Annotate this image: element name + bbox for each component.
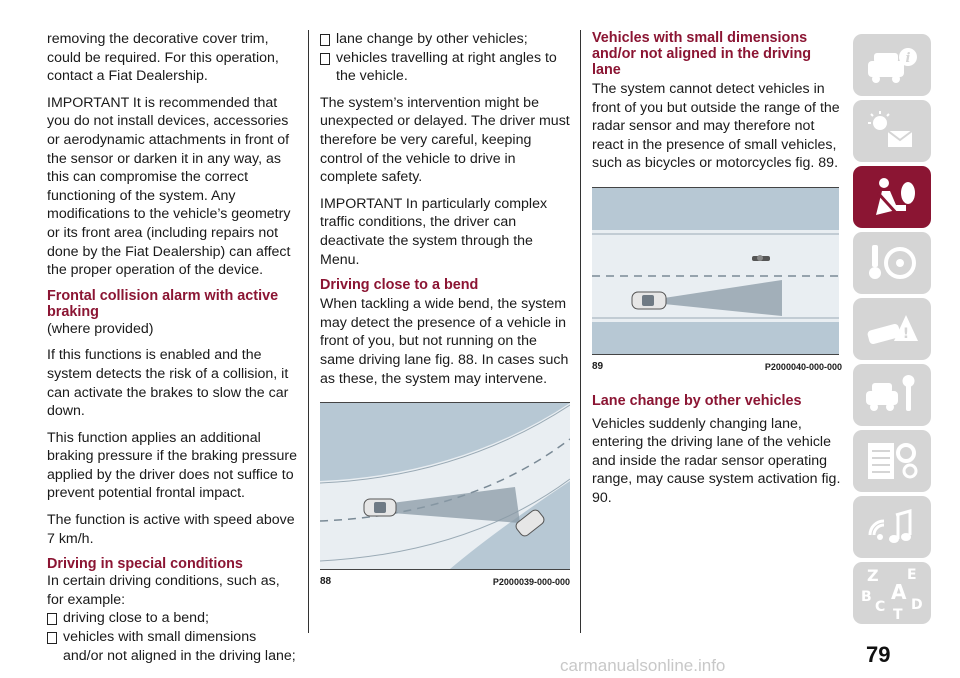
svg-text:C: C <box>875 599 885 615</box>
figure-caption: 88 P2000039-000-000 <box>320 573 570 592</box>
tab-multimedia[interactable] <box>853 496 931 558</box>
paragraph-important: IMPORTANT In particularly complex traffi… <box>320 195 548 268</box>
small-vehicles-scene-illustration <box>592 187 839 354</box>
paragraph: removing the decorative cover trim, coul… <box>47 31 279 85</box>
bend-scene-illustration <box>320 403 570 570</box>
column-middle: lane change by other vehicles; vehicles … <box>320 30 570 592</box>
figure-89: 89 P2000040-000-000 <box>592 186 842 377</box>
tab-emergency[interactable]: ! <box>853 298 931 360</box>
tab-dashboard-lights[interactable] <box>853 100 931 162</box>
alphabetical-index-icon: Z E A B C T D <box>861 566 923 621</box>
heading-lane-change: Lane change by other vehicles <box>592 392 802 409</box>
own-car-icon <box>631 291 667 310</box>
paragraph: This function applies an additional brak… <box>47 429 297 502</box>
svg-text:Z: Z <box>867 566 879 585</box>
paragraph: The function is active with speed above … <box>47 512 295 547</box>
svg-text:!: ! <box>903 326 909 342</box>
svg-text:E: E <box>907 567 917 583</box>
heading-frontal-collision: Frontal collision alarm with active brak… <box>47 287 279 320</box>
tab-index[interactable]: Z E A B C T D <box>853 562 931 624</box>
paragraph: If this functions is enabled and the sys… <box>47 347 289 420</box>
figure-88: 88 P2000039-000-000 <box>320 402 570 592</box>
tab-starting-driving[interactable] <box>853 232 931 294</box>
list-item: vehicles travelling at right angles to t… <box>320 49 570 86</box>
svg-text:i: i <box>906 51 911 66</box>
paragraph: Vehicles suddenly changing lane, enterin… <box>592 415 841 506</box>
figure-code: P2000040-000-000 <box>764 361 842 372</box>
column-divider <box>308 30 309 633</box>
car-accident-warning-icon: ! <box>867 315 918 345</box>
list-item: driving close to a bend; <box>47 609 297 628</box>
other-car-icon <box>515 509 545 537</box>
steering-wheel-key-icon <box>869 245 916 279</box>
paragraph: The system cannot detect vehicles in fro… <box>592 81 840 172</box>
car-info-icon: i <box>868 48 917 83</box>
figure-code: P2000039-000-000 <box>492 577 570 588</box>
section-tabs-sidebar: i ! <box>853 34 931 628</box>
figure-caption: 89 P2000040-000-000 <box>592 358 842 377</box>
svg-text:D: D <box>911 597 923 613</box>
figure-number: 88 <box>320 576 332 588</box>
heading-special-conditions: Driving in special conditions <box>47 556 243 573</box>
list-item: lane change by other vehicles; <box>320 30 570 49</box>
svg-text:B: B <box>861 589 872 605</box>
figure-89-image <box>592 186 839 355</box>
paragraph-important: IMPORTANT It is recommended that you do … <box>47 94 291 279</box>
paragraph: The system’s intervention might be unexp… <box>320 94 570 186</box>
tab-car-info[interactable]: i <box>853 34 931 96</box>
checkbox-bullet-icon <box>320 52 330 65</box>
checkbox-bullet-icon <box>47 613 57 626</box>
figure-number: 89 <box>592 360 604 372</box>
multimedia-icon <box>868 509 912 543</box>
svg-text:A: A <box>891 580 907 604</box>
figure-88-image <box>320 402 570 571</box>
tab-technical-data[interactable] <box>853 430 931 492</box>
heading-bend: Driving close to a bend <box>320 277 479 294</box>
tab-safety[interactable] <box>853 166 931 228</box>
paragraph-where-provided: (where provided) <box>47 320 154 337</box>
technical-data-icon <box>868 443 918 479</box>
column-right: Vehicles with small dimensions and/or no… <box>592 30 842 516</box>
page-number: 79 <box>866 642 891 667</box>
own-car-icon <box>363 498 397 517</box>
watermark: carmanualsonline.info <box>560 656 726 675</box>
paragraph: When tackling a wide bend, the system ma… <box>320 296 569 387</box>
column-left: removing the decorative cover trim, coul… <box>47 30 297 665</box>
car-maintenance-icon <box>866 375 915 411</box>
paragraph: In certain driving conditions, such as, … <box>47 573 280 608</box>
motorcycle-icon <box>752 254 770 261</box>
svg-text:T: T <box>893 607 903 621</box>
checkbox-bullet-icon <box>47 632 57 645</box>
dashboard-lights-icon <box>868 111 913 147</box>
tab-maintenance[interactable] <box>853 364 931 426</box>
list-item: vehicles with small dimensions and/or no… <box>47 628 297 665</box>
column-divider <box>580 30 581 633</box>
safety-seat-icon <box>876 178 915 217</box>
heading-small-vehicles: Vehicles with small dimensions and/or no… <box>592 30 812 78</box>
checkbox-bullet-icon <box>320 34 330 46</box>
